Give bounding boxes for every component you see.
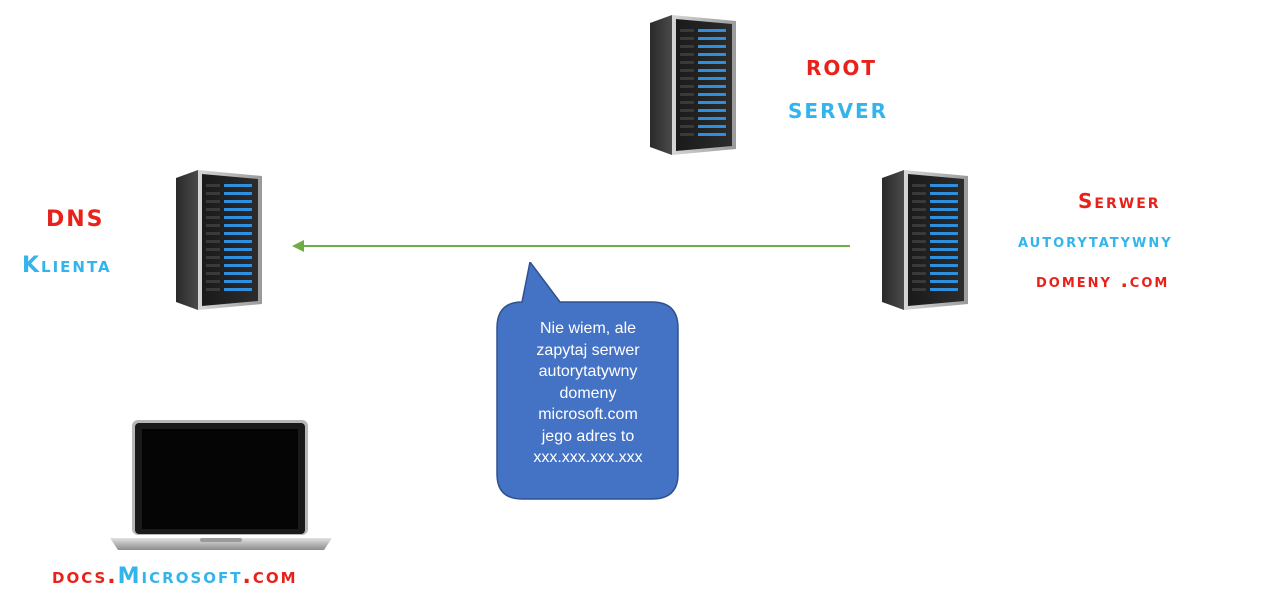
bubble-line: autorytatywny <box>538 363 638 380</box>
bubble-line: xxx.xxx.xxx.xxx <box>533 449 643 466</box>
laptop-icon <box>110 420 332 550</box>
bubble-text: Nie wiem, ale zapytaj serwer autorytatyw… <box>497 318 679 469</box>
bubble-line: domeny <box>559 384 617 402</box>
laptop-domain-part2: Microsoft <box>117 564 243 589</box>
bubble-line: jego adres to <box>541 427 635 445</box>
laptop-domain-part1: docs. <box>52 564 118 589</box>
laptop-domain-label: docs.Microsoft.com <box>52 566 298 588</box>
dns-client-server-icon <box>176 170 262 310</box>
speech-bubble <box>496 262 679 500</box>
authoritative-server-icon <box>882 170 968 310</box>
dns-client-label-line1: DNS <box>46 207 105 232</box>
bubble-line: microsoft.com <box>538 406 638 423</box>
root-server-label-line1: ROOT <box>806 56 878 80</box>
auth-server-label-line1: Serwer <box>1078 189 1161 213</box>
arrow-left-icon <box>292 240 850 252</box>
bubble-line: Nie wiem, ale <box>539 320 637 337</box>
bubble-line: zapytaj serwer <box>536 341 640 359</box>
auth-server-label-line2: autorytatywny <box>1018 230 1173 252</box>
auth-server-label-line3: domeny .com <box>1036 270 1170 292</box>
root-server-label-line2: SERVER <box>788 99 889 123</box>
laptop-domain-part3: .com <box>242 564 298 589</box>
root-server-icon <box>650 15 736 155</box>
dns-client-label-line2: Klienta <box>22 253 112 278</box>
